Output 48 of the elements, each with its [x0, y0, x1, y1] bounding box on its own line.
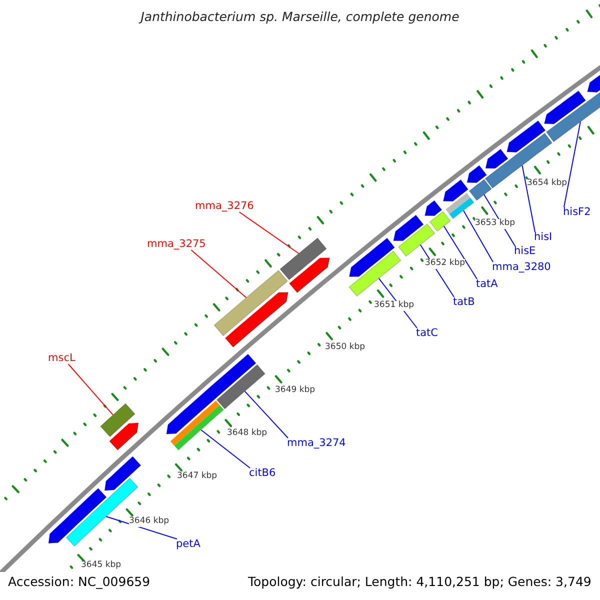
gene-bar: [280, 238, 327, 280]
leader-line: [564, 121, 581, 208]
gene-label: hisE: [514, 245, 536, 258]
gene-bar: [170, 400, 224, 450]
gene-bar: [468, 178, 492, 201]
scale-label: 3654 kbp: [527, 179, 568, 189]
scale-label: 3648 kbp: [227, 429, 268, 439]
leader-line: [463, 210, 494, 262]
gene-label: petA: [176, 538, 200, 550]
scale-label: 3650 kbp: [325, 343, 366, 353]
leader-line: [200, 429, 250, 468]
gene-bar: [546, 92, 600, 142]
leader-line: [190, 250, 247, 298]
gene-bar: [429, 211, 451, 232]
leader-line: [522, 164, 536, 232]
gene-label: mma_3280: [492, 261, 551, 274]
info-text: Topology: circular; Length: 4,110,251 bp; Genes: 3,749: [248, 575, 592, 590]
scale-label: 3649 kbp: [275, 386, 316, 396]
gene-label: mma_3275: [147, 238, 206, 250]
scale-label: 3652 kbp: [425, 259, 466, 269]
gene-label: tatC: [416, 327, 438, 340]
leader-line: [244, 390, 288, 438]
gene-bar: [398, 224, 436, 257]
gene-bar: [446, 192, 474, 219]
info-text: Accession: NC_009659: [8, 575, 150, 590]
gene-bar: [484, 132, 552, 189]
title: Janthinobacterium sp. Marseille, complete genome: [138, 10, 460, 24]
gene-label: mscL: [48, 352, 76, 364]
gene-label: tatA: [476, 278, 498, 290]
gene-label: citB6: [249, 467, 276, 480]
gene-label: hisF2: [563, 206, 591, 218]
leader-line: [443, 226, 478, 280]
gene-label: mma_3274: [287, 437, 346, 450]
gene-bar: [348, 250, 402, 297]
scale-label: 3646 kbp: [129, 517, 170, 527]
scale-label: 3647 kbp: [177, 472, 218, 482]
gene-label: tatB: [453, 296, 475, 308]
scale-label: 3645 kbp: [81, 561, 122, 571]
gene-bar: [216, 364, 266, 410]
scale-label: 3651 kbp: [374, 301, 414, 311]
leader-line: [238, 212, 300, 254]
leader-line: [106, 516, 178, 540]
gene-label: hisI: [534, 231, 552, 244]
gene-bar: [100, 403, 136, 438]
scale-label: 3653 kbp: [475, 219, 516, 229]
leader-line: [68, 364, 114, 416]
gene-bar: [214, 270, 288, 336]
gene-label: mma_3276: [195, 200, 254, 212]
